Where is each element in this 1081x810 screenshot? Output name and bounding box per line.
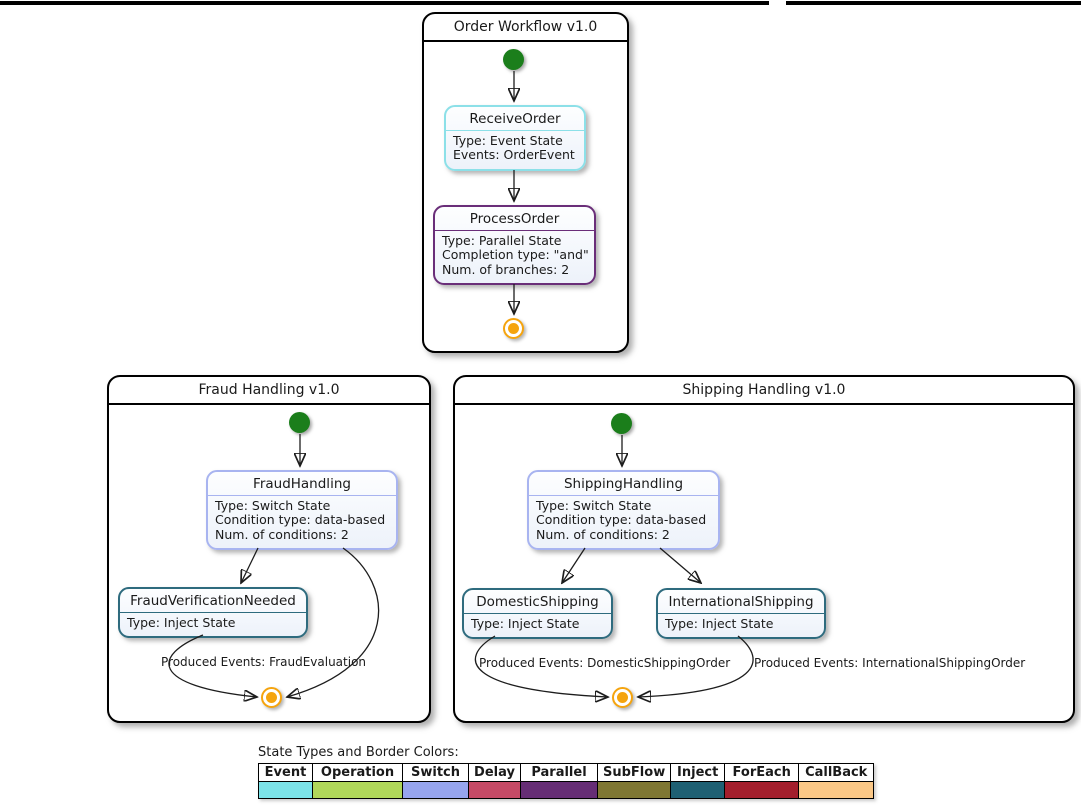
legend-title: State Types and Border Colors: <box>258 745 459 760</box>
state-body: Type: Inject State <box>464 614 611 637</box>
state-separator <box>464 613 611 614</box>
final-state <box>503 318 524 339</box>
legend-header-row: Event Operation Switch Delay Parallel Su… <box>258 763 875 782</box>
frame-title: Fraud Handling v1.0 <box>109 377 429 405</box>
order-workflow-frame: Order Workflow v1.0 <box>422 12 629 353</box>
state-name: ReceiveOrder <box>469 111 561 127</box>
final-state-dot <box>617 692 628 703</box>
state-attr: Type: Parallel State <box>442 233 562 248</box>
legend-swatch-callback <box>798 781 875 799</box>
state-separator <box>529 495 718 496</box>
legend-header-operation: Operation <box>312 763 403 782</box>
state-attr: Events: OrderEvent <box>453 147 575 163</box>
state-process-order: ProcessOrder Type: Parallel State Comple… <box>433 205 596 285</box>
final-state <box>612 687 633 708</box>
state-receive-order: ReceiveOrder Type: Event State Events: O… <box>444 105 586 171</box>
legend-swatch-delay <box>468 781 521 799</box>
legend-swatch-operation <box>312 781 403 799</box>
state-separator <box>120 612 306 613</box>
state-body: Type: Event State Events: OrderEvent <box>446 131 584 169</box>
state-fraud-verification-needed: FraudVerificationNeeded Type: Inject Sta… <box>118 587 308 639</box>
top-rule-right <box>786 1 1081 5</box>
edge-label-fraud-evaluation: Produced Events: FraudEvaluation <box>161 655 367 669</box>
state-body: Type: Inject State <box>120 613 306 636</box>
legend-header-callback: CallBack <box>798 763 875 782</box>
state-separator <box>435 230 594 231</box>
final-state <box>261 687 282 708</box>
edge-label-domestic-shipping-order: Produced Events: DomesticShippingOrder <box>479 656 731 670</box>
state-domestic-shipping: DomesticShipping Type: Inject State <box>462 588 613 640</box>
state-attr: Type: Switch State <box>536 498 652 513</box>
state-attr: Type: Switch State <box>215 498 331 513</box>
final-state-dot <box>266 692 277 703</box>
frame-title: Order Workflow v1.0 <box>424 14 627 42</box>
legend-swatch-subflow <box>596 781 672 799</box>
legend-header-delay: Delay <box>468 763 521 782</box>
legend-header-subflow: SubFlow <box>596 763 672 782</box>
state-attr: Num. of conditions: 2 <box>536 526 670 542</box>
legend-swatch-switch <box>402 781 469 799</box>
state-name: DomesticShipping <box>476 594 599 610</box>
state-fraud-handling: FraudHandling Type: Switch State Conditi… <box>206 470 398 550</box>
legend-header-switch: Switch <box>402 763 469 782</box>
legend-table: Event Operation Switch Delay Parallel Su… <box>258 763 875 799</box>
initial-state <box>289 412 310 433</box>
state-separator <box>658 613 824 614</box>
state-name: FraudVerificationNeeded <box>130 593 296 609</box>
state-international-shipping: InternationalShipping Type: Inject State <box>656 588 826 640</box>
state-body: Type: Switch State Condition type: data-… <box>208 496 396 548</box>
state-attr: Num. of conditions: 2 <box>215 526 349 542</box>
state-attr: Type: Inject State <box>127 615 236 630</box>
state-shipping-handling: ShippingHandling Type: Switch State Cond… <box>527 470 720 550</box>
legend-header-event: Event <box>258 763 313 782</box>
state-attr: Completion type: "and" <box>442 247 589 263</box>
frame-title: Shipping Handling v1.0 <box>455 377 1073 405</box>
legend-header-inject: Inject <box>670 763 726 782</box>
edge-label-international-shipping-order: Produced Events: InternationalShippingOr… <box>754 656 1026 670</box>
legend-swatch-foreach <box>724 781 800 799</box>
legend-header-foreach: ForEach <box>724 763 800 782</box>
state-attr: Condition type: data-based <box>215 512 386 528</box>
state-separator <box>208 495 396 496</box>
state-name: ShippingHandling <box>563 476 684 492</box>
final-state-dot <box>508 323 519 334</box>
state-attr: Num. of branches: 2 <box>442 261 570 277</box>
state-body: Type: Parallel State Completion type: "a… <box>435 231 594 283</box>
state-body: Type: Switch State Condition type: data-… <box>529 496 718 548</box>
state-attr: Type: Event State <box>453 133 563 148</box>
state-attr: Type: Inject State <box>665 616 774 631</box>
state-attr: Condition type: data-based <box>536 512 707 528</box>
legend-color-row <box>258 781 875 799</box>
state-separator <box>446 130 584 131</box>
legend-swatch-parallel <box>520 781 598 799</box>
state-name: FraudHandling <box>253 476 351 492</box>
state-name: ProcessOrder <box>469 211 560 227</box>
state-attr: Type: Inject State <box>471 616 580 631</box>
legend-header-parallel: Parallel <box>520 763 598 782</box>
top-rule-left <box>0 1 769 5</box>
legend-swatch-inject <box>670 781 726 799</box>
initial-state <box>503 49 524 70</box>
legend-swatch-event <box>258 781 313 799</box>
state-name: InternationalShipping <box>668 594 814 610</box>
state-body: Type: Inject State <box>658 614 824 637</box>
initial-state <box>611 413 632 434</box>
